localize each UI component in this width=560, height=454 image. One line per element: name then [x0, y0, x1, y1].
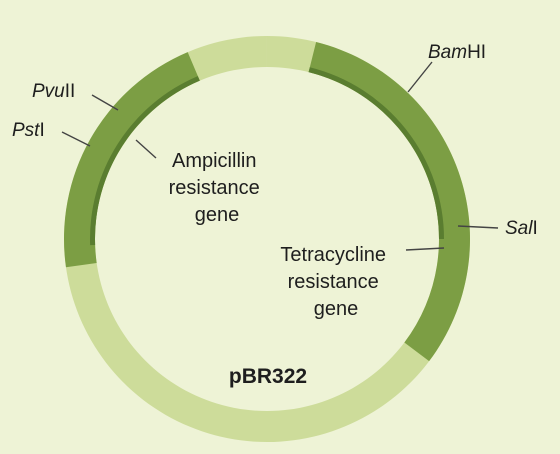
plasmid-ring [63, 36, 470, 442]
pvuii-leader-line [91, 94, 119, 111]
psti-leader-line [61, 131, 91, 147]
tetracycline-segment-shade [308, 67, 444, 239]
bamhi-site-label: BamHI [428, 42, 486, 63]
plasmid-name-label: pBR322 [229, 365, 307, 388]
sali-site-label: SalI [505, 218, 538, 239]
tetracycline-gene-label: Tetracycline resistance gene [280, 244, 391, 320]
pvuii-site-label: PvuII [32, 81, 75, 102]
ampicillin-gene-label: Ampicillin resistance gene [169, 150, 266, 226]
tetracycline-resistance-segment [308, 42, 470, 362]
psti-site-label: PstI [12, 120, 45, 141]
bamhi-leader-line [407, 61, 433, 93]
ampicillin-resistance-segment [64, 52, 200, 268]
tetracycline-leader-line [405, 247, 445, 251]
ampicillin-segment-shade [90, 76, 200, 246]
sali-leader-line [457, 225, 499, 229]
ampicillin-leader-line [135, 139, 157, 159]
